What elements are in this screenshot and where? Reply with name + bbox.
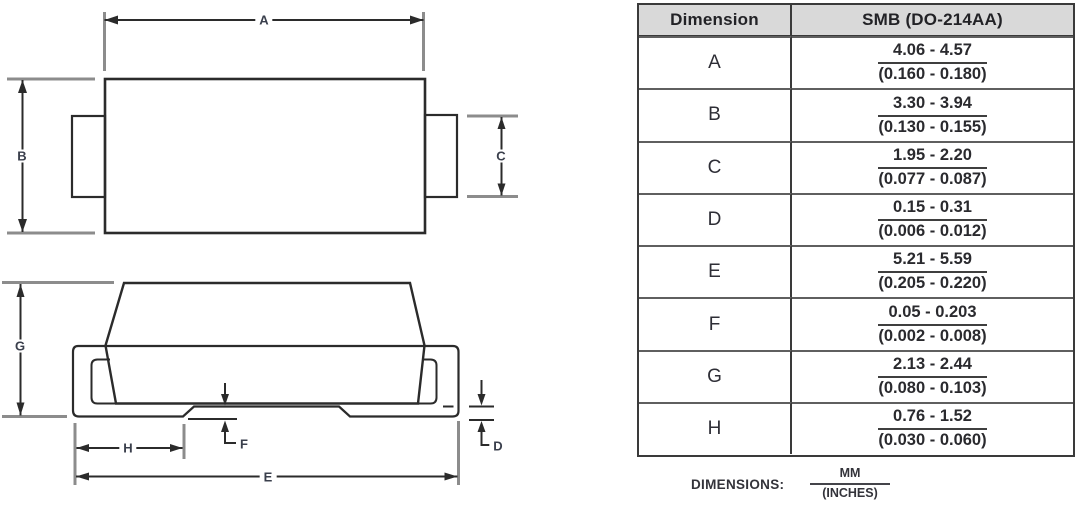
- dim-label-h: H: [119, 441, 137, 455]
- body-top-view: [103, 77, 427, 235]
- dimension-letter: D: [707, 209, 722, 231]
- dimension-table: Dimension SMB (DO-214AA) A 4.06 - 4.57(0…: [637, 3, 1075, 457]
- mm-value: 3.30 - 3.94: [878, 94, 987, 117]
- dimension-letter: A: [708, 52, 721, 74]
- arrowheads-side-view: [16, 284, 486, 481]
- dim-label-d: D: [489, 439, 507, 453]
- inches-value: (0.006 - 0.012): [878, 222, 987, 241]
- table-header-package: SMB (DO-214AA): [792, 5, 1073, 36]
- inches-value: (0.077 - 0.087): [878, 169, 987, 188]
- table-row-dim-e: E: [639, 245, 792, 298]
- table-row-dim-h: H: [639, 402, 792, 455]
- units-inches: (INCHES): [822, 486, 878, 500]
- mm-value: 0.05 - 0.203: [878, 303, 987, 326]
- units-mm: MM: [810, 466, 890, 485]
- dim-label-c: C: [492, 149, 510, 163]
- dim-label-f: F: [236, 437, 252, 451]
- inches-value: (0.080 - 0.103): [878, 379, 987, 398]
- table-row-value-d: 0.15 - 0.31(0.006 - 0.012): [792, 192, 1073, 245]
- arrowheads-top-view: [18, 15, 506, 232]
- mm-value: 5.21 - 5.59: [878, 250, 987, 274]
- d-reference-lines: [469, 405, 494, 421]
- body-side-view: [104, 281, 426, 405]
- extension-lines-top-view: [7, 12, 518, 235]
- table-row-value-h: 0.76 - 1.52(0.030 - 0.060): [792, 402, 1073, 454]
- table-row-value-a: 4.06 - 4.57(0.160 - 0.180): [792, 36, 1073, 88]
- left-terminal-top-view: [70, 114, 107, 199]
- table-row-value-e: 5.21 - 5.59(0.205 - 0.220): [792, 245, 1073, 297]
- lead-frame-outline: [71, 344, 460, 418]
- table-row-dim-b: B: [639, 88, 792, 141]
- dimension-letter: C: [707, 156, 722, 178]
- mm-value: 4.06 - 4.57: [878, 41, 987, 65]
- dimension-letter: B: [708, 104, 721, 126]
- mm-value: 1.95 - 2.20: [878, 146, 987, 169]
- inches-value: (0.160 - 0.180): [878, 65, 987, 84]
- inches-value: (0.130 - 0.155): [878, 117, 987, 136]
- table-row-dim-c: C: [639, 140, 792, 193]
- top-view: [7, 12, 518, 235]
- dim-label-g: G: [10, 339, 30, 353]
- mm-value: 2.13 - 2.44: [878, 355, 987, 379]
- extension-lines-side-view: [2, 281, 460, 485]
- inches-value: (0.205 - 0.220): [878, 274, 987, 293]
- table-row-value-g: 2.13 - 2.44(0.080 - 0.103): [792, 349, 1073, 402]
- dimensions-units-label: DIMENSIONS:: [691, 477, 785, 492]
- table-row-value-c: 1.95 - 2.20(0.077 - 0.087): [792, 140, 1073, 193]
- table-header-dimension: Dimension: [639, 5, 792, 36]
- dim-label-b: B: [13, 149, 31, 163]
- table-row-value-f: 0.05 - 0.203(0.002 - 0.008): [792, 297, 1073, 349]
- table-row-dim-a: A: [639, 36, 792, 89]
- left-lead-inner-line: [90, 358, 182, 405]
- mm-value: 0.76 - 1.52: [878, 407, 987, 431]
- side-view: [2, 281, 494, 485]
- dim-label-e: E: [259, 470, 277, 484]
- dimension-letter: H: [707, 418, 722, 440]
- inches-value: (0.002 - 0.008): [878, 326, 987, 345]
- inches-value: (0.030 - 0.060): [878, 431, 987, 450]
- table-row-dim-f: F: [639, 297, 792, 350]
- units-fraction: MM (INCHES): [810, 466, 890, 501]
- mm-value: 0.15 - 0.31: [878, 198, 987, 222]
- table-row-value-b: 3.30 - 3.94(0.130 - 0.155): [792, 88, 1073, 140]
- dimension-lines-top-view: [21, 19, 503, 232]
- right-terminal-top-view: [423, 113, 459, 199]
- table-row-dim-g: G: [639, 349, 792, 403]
- dimension-letter: G: [707, 365, 722, 387]
- right-lead-inner-line: [414, 358, 438, 405]
- dimension-letter: F: [708, 313, 721, 335]
- dim-label-a: A: [255, 13, 273, 27]
- table-row-dim-d: D: [639, 192, 792, 246]
- dimension-letter: E: [708, 261, 721, 283]
